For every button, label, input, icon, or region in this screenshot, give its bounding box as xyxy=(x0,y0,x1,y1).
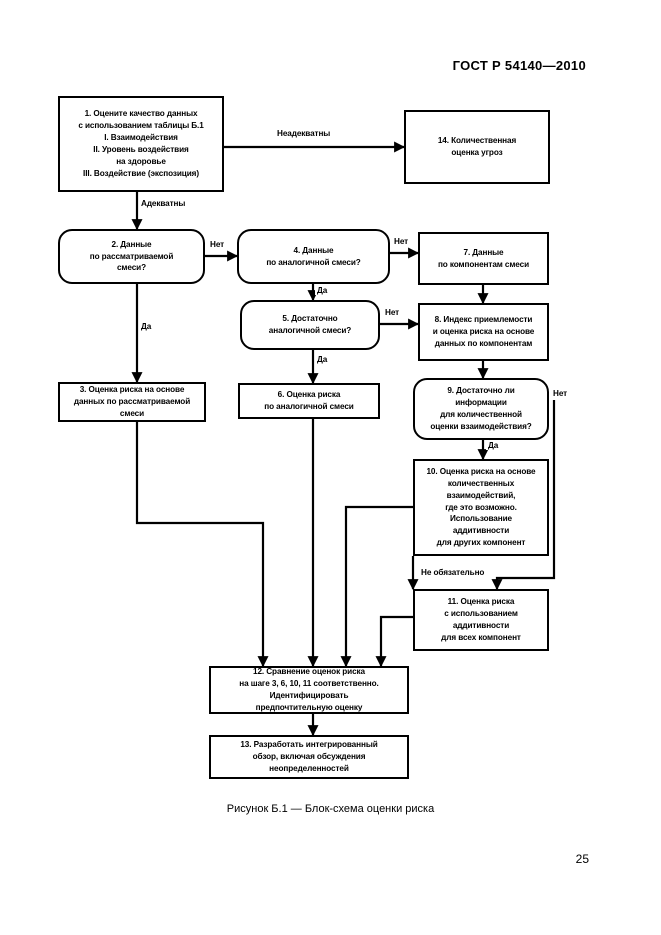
edge-label-da-9: Да xyxy=(486,441,501,450)
edge-label-net-2: Нет xyxy=(208,240,227,249)
figure-caption: Рисунок Б.1 — Блок-схема оценки риска xyxy=(226,803,435,815)
document-header-standard-number: ГОСТ Р 54140—2010 xyxy=(452,58,586,73)
edge-label-net-9: Нет xyxy=(551,389,570,398)
edge-label-da-5: Да xyxy=(315,355,330,364)
edge-label-net-5: Нет xyxy=(383,308,402,317)
edge-label-da-4: Да xyxy=(315,286,330,295)
page-number: 25 xyxy=(575,852,589,866)
edge-label-net-4: Нет xyxy=(392,237,411,246)
edge-label-neadekvatny: Неадекватны xyxy=(275,129,333,138)
edge-label-adekvatny: Адекватны xyxy=(139,199,188,208)
edge-label-da-2: Да xyxy=(139,322,154,331)
edge-label-neobyazatelno: Не обязательно xyxy=(419,568,487,577)
